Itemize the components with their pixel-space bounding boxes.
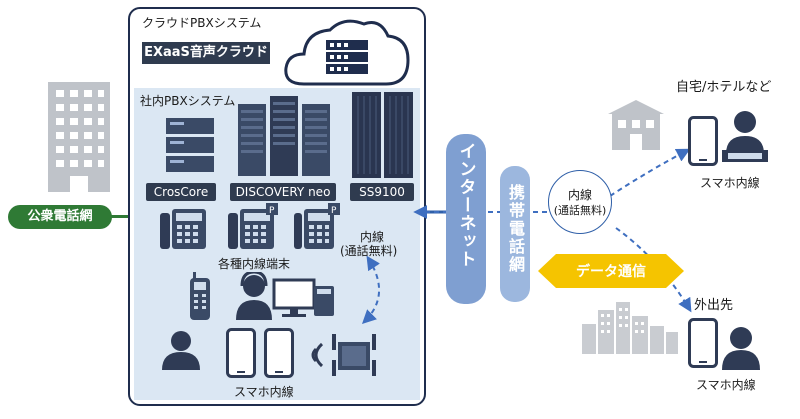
service-label: EXaaS音声クラウド <box>144 45 268 60</box>
outside-site-label: 外出先 <box>694 298 734 313</box>
city-buildings-icon <box>582 302 678 354</box>
internet-label: インターネット <box>455 142 476 268</box>
croscore-device-icon <box>166 118 214 174</box>
public-network-label: 公衆電話網 <box>27 209 93 224</box>
service-label-box: EXaaS音声クラウド <box>142 42 270 64</box>
remote-call-line1: 内線 <box>567 188 592 202</box>
data-communication-label: データ通信 <box>576 264 646 280</box>
public-network-badge: 公衆電話網 <box>8 205 112 229</box>
ss9100-device-icon <box>352 92 414 178</box>
data-communication-arrow <box>538 254 684 288</box>
house-icon <box>608 100 664 150</box>
cloud-system-title: クラウドPBXシステム <box>142 16 262 30</box>
extension-terminals-label: 各種内線端末 <box>218 257 291 271</box>
ip-desk-phone-icon: P <box>228 203 278 251</box>
user-person-icon <box>722 326 760 370</box>
svg-text:P: P <box>269 206 275 216</box>
smartphone-extension-label: スマホ内線 <box>234 385 294 399</box>
wifi-signal-icon <box>302 340 328 370</box>
office-building-icon <box>48 82 110 192</box>
product-label-croscore: CrosCore <box>146 183 216 201</box>
internet-pill <box>446 134 486 304</box>
onprem-system-title: 社内PBXシステム <box>140 94 236 108</box>
internal-call-line2: (通話無料) <box>340 244 398 258</box>
discovery-neo-device-icon <box>238 96 330 176</box>
smartphone-icon <box>264 328 294 378</box>
wireless-access-point-icon <box>330 334 378 376</box>
public-network-line <box>110 215 135 218</box>
user-person-icon <box>162 330 200 370</box>
operator-headset-icon <box>236 272 336 320</box>
cordless-phone-icon <box>190 272 210 320</box>
smartphone-icon <box>688 116 718 166</box>
cloud-server-icon <box>282 14 412 90</box>
internal-call-line1: 内線 <box>360 230 385 244</box>
remote-call-circle <box>548 170 612 234</box>
outside-device-label: スマホ内線 <box>696 378 756 392</box>
svg-text:P: P <box>331 206 337 216</box>
home-device-label: スマホ内線 <box>700 176 760 190</box>
ip-desk-phone-icon: P <box>294 203 342 251</box>
product-label-ss9100: SS9100 <box>350 183 414 201</box>
smartphone-icon <box>226 328 256 378</box>
desk-phone-icon <box>160 207 208 251</box>
remote-call-line2: (通話無料) <box>553 204 607 217</box>
home-site-label: 自宅/ホテルなど <box>676 80 772 95</box>
mobile-network-pill <box>500 166 530 302</box>
user-with-laptop-icon <box>722 110 768 164</box>
product-label-discovery-neo: DISCOVERY neo <box>230 183 336 201</box>
mobile-network-label: 携帯電話網 <box>506 184 525 274</box>
smartphone-icon <box>688 318 718 368</box>
